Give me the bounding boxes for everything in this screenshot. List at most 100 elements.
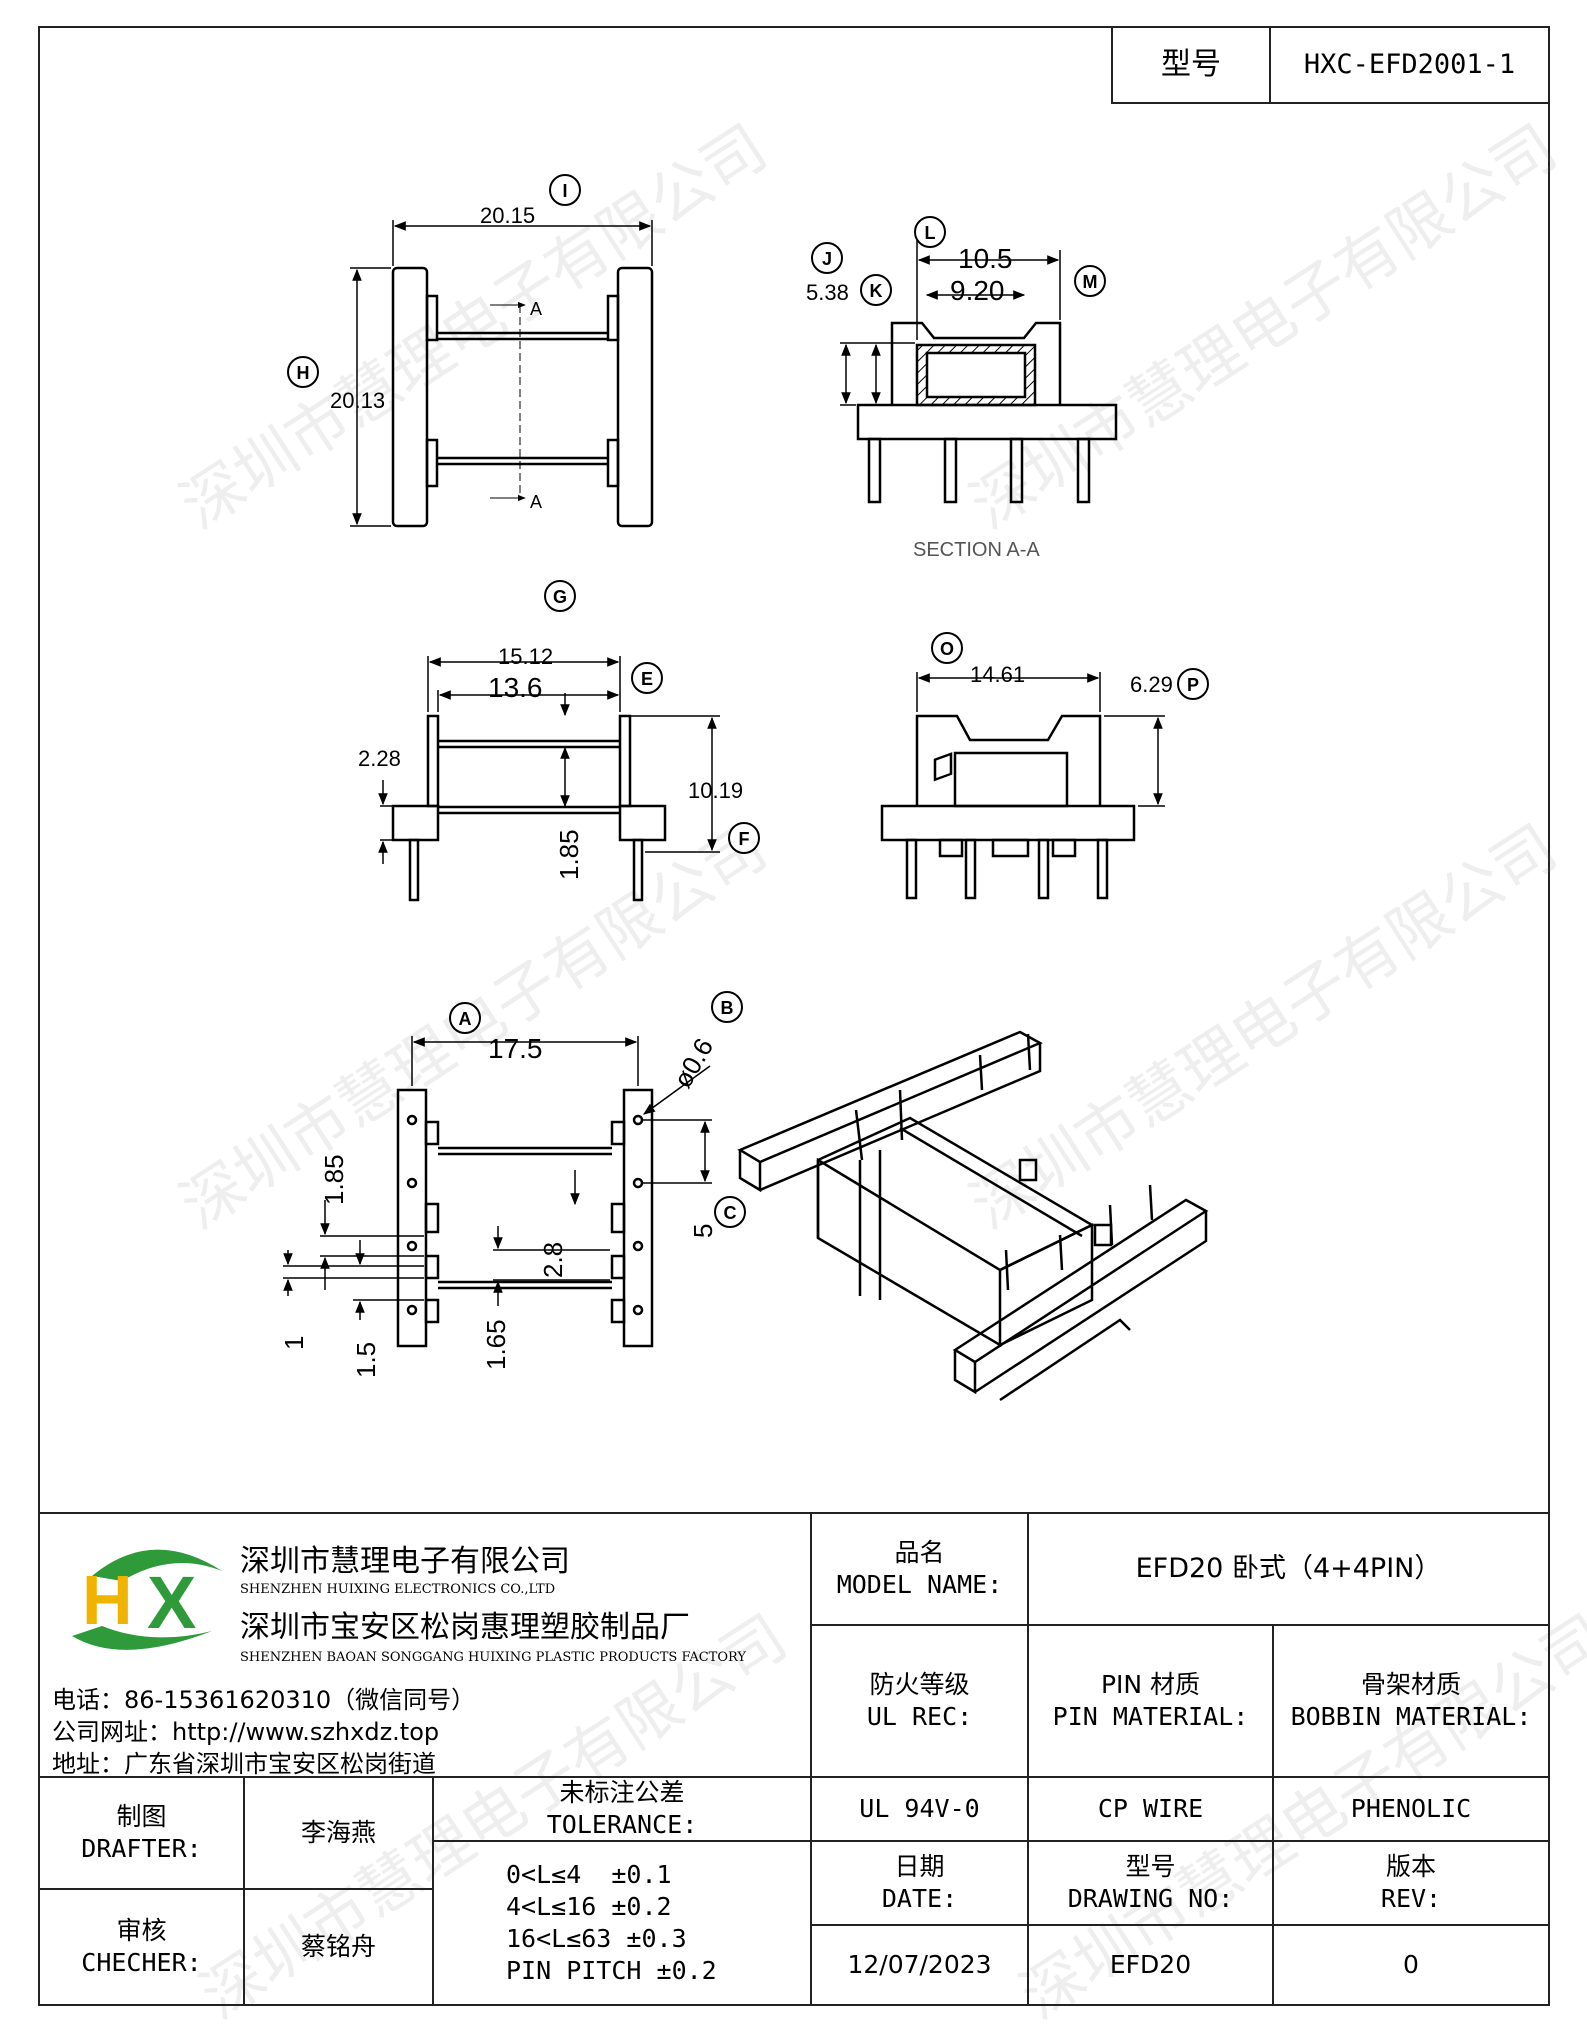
dim-J: 5.38 (806, 280, 849, 305)
svg-text:K: K (870, 281, 883, 301)
model-name-value: EFD20 卧式（4+4PIN） (1135, 1553, 1442, 1584)
rev-en: REV: (1380, 1884, 1442, 1913)
title-block-divider (38, 1512, 1550, 1514)
model-label: 型号 (1161, 47, 1221, 82)
factory-name-cn: 深圳市宝安区松岗惠理塑胶制品厂 (240, 1610, 690, 1645)
tolerance-en: TOLERANCE: (546, 1810, 698, 1839)
svg-text:I: I (562, 181, 567, 201)
bottom-view (283, 1036, 712, 1348)
section-marker-bottom: A (530, 492, 542, 512)
company-logo: H X (72, 1549, 222, 1650)
drafter-value-cell: 李海燕 (243, 1776, 434, 1890)
tolerance-label-cell: 未标注公差 TOLERANCE: (432, 1776, 812, 1842)
ul-value-cell: UL 94V-0 (810, 1776, 1029, 1842)
rev-value-cell: 0 (1272, 1924, 1550, 2006)
ul-label-cell: 防火等级 UL REC: (810, 1624, 1029, 1778)
pin-value-cell: CP WIRE (1027, 1776, 1274, 1842)
model-value-cell: HXC-EFD2001-1 (1269, 26, 1550, 104)
svg-text:H: H (297, 363, 310, 383)
section-view (840, 232, 1118, 504)
section-label: SECTION A-A (913, 539, 1040, 561)
svg-text:O: O (940, 639, 954, 659)
callout-J: J (811, 242, 843, 274)
drawing-no-en: DRAWING NO: (1067, 1884, 1234, 1913)
tolerance-values-cell: 0<L≤4 ±0.1 4<L≤16 ±0.2 16<L≤63 ±0.3 PIN … (432, 1840, 812, 2006)
section-marker-top: A (530, 299, 542, 319)
dim-H: 20.13 (330, 388, 385, 413)
company-info: H X 深圳市慧理电子有限公司 SHENZHEN HUIXING ELECTRO… (40, 1514, 810, 1778)
company-website: 公司网址：http://www.szhxdz.top (52, 1718, 440, 1746)
pin-label-cell: PIN 材质 PIN MATERIAL: (1027, 1624, 1274, 1778)
dim-O: 14.61 (970, 662, 1025, 687)
drafter-value: 李海燕 (300, 1818, 376, 1847)
callout-H: H (287, 356, 319, 388)
dim-side-mid: 1.85 (554, 829, 584, 880)
svg-text:P: P (1187, 675, 1199, 695)
bobbin-en: BOBBIN MATERIAL: (1290, 1702, 1532, 1731)
drafter-label-cell: 制图 DRAFTER: (38, 1776, 245, 1890)
dim-b-1: 1 (279, 1336, 309, 1350)
drawing-no-label-cell: 型号 DRAWING NO: (1027, 1840, 1274, 1926)
model-name-cn: 品名 (894, 1538, 945, 1567)
dim-b-28: 2.8 (538, 1242, 568, 1278)
drafter-en: DRAFTER: (81, 1834, 202, 1863)
callout-G: G (544, 580, 576, 612)
date-en: DATE: (881, 1884, 958, 1913)
dim-B: ø0.6 (667, 1033, 719, 1093)
callout-M: M (1074, 265, 1106, 297)
company-name-cn: 深圳市慧理电子有限公司 (240, 1544, 570, 1579)
company-name-en: SHENZHEN HUIXING ELECTRONICS CO.,LTD (240, 1582, 556, 1597)
model-value: HXC-EFD2001-1 (1303, 49, 1516, 80)
date-label-cell: 日期 DATE: (810, 1840, 1029, 1926)
bobbin-value-cell: PHENOLIC (1272, 1776, 1550, 1842)
rev-label-cell: 版本 REV: (1272, 1840, 1550, 1926)
checker-value-cell: 蔡铭舟 (243, 1888, 434, 2006)
logo-x: X (147, 1561, 196, 1644)
callout-A: A (449, 1002, 481, 1034)
svg-text:L: L (925, 223, 936, 243)
logo-h: H (82, 1561, 133, 1639)
callout-P: P (1177, 668, 1209, 700)
bobbin-cn: 骨架材质 (1360, 1670, 1461, 1699)
dim-E: 13.6 (488, 672, 543, 703)
drawing-no-cn: 型号 (1125, 1852, 1176, 1881)
ul-en: UL REC: (866, 1702, 973, 1731)
rev-cn: 版本 (1385, 1852, 1436, 1881)
callout-C: C (714, 1196, 746, 1228)
tolerance-line: 4<L≤16 ±0.2 (506, 1892, 672, 1921)
svg-text:G: G (553, 587, 567, 607)
svg-text:M: M (1083, 272, 1098, 292)
callout-F: F (728, 822, 760, 854)
date-value-cell: 12/07/2023 (810, 1924, 1029, 2006)
top-view (350, 220, 654, 528)
ul-value: UL 94V-0 (859, 1794, 980, 1823)
callout-E: E (631, 662, 663, 694)
company-phone: 电话：86-15361620310（微信同号） (52, 1686, 476, 1714)
svg-text:J: J (822, 249, 832, 269)
date-value: 12/07/2023 (847, 1950, 992, 1979)
drafter-cn: 制图 (116, 1802, 167, 1831)
tolerance-line: 16<L≤63 ±0.3 (506, 1924, 687, 1953)
engineering-drawing: A A SECTION A-A 20.15 20.13 5.38 10.5 9.… (279, 174, 1209, 1402)
side-view (378, 656, 720, 902)
svg-text:E: E (641, 669, 653, 689)
bobbin-label-cell: 骨架材质 BOBBIN MATERIAL: (1272, 1624, 1550, 1778)
rev-value: 0 (1403, 1950, 1419, 1979)
dim-P: 6.29 (1130, 672, 1173, 697)
model-name-label-cell: 品名 MODEL NAME: (810, 1512, 1029, 1626)
drawing-no-value: EFD20 (1109, 1950, 1192, 1979)
dim-G: 15.12 (498, 644, 553, 669)
dim-A: 17.5 (488, 1033, 543, 1064)
checker-cn: 审核 (116, 1916, 167, 1945)
dim-b-185: 1.85 (319, 1154, 349, 1205)
dim-C: 5 (688, 1224, 718, 1238)
callout-K: K (860, 274, 892, 306)
callout-B: B (711, 991, 743, 1023)
isometric-view (737, 752, 1209, 1402)
checker-en: CHECHER: (81, 1948, 202, 1977)
factory-name-en: SHENZHEN BAOAN SONGGANG HUIXING PLASTIC … (240, 1650, 746, 1665)
tolerance-cn: 未标注公差 (559, 1778, 685, 1807)
callout-L: L (914, 216, 946, 248)
front-view (880, 672, 1165, 900)
date-cn: 日期 (894, 1852, 945, 1881)
